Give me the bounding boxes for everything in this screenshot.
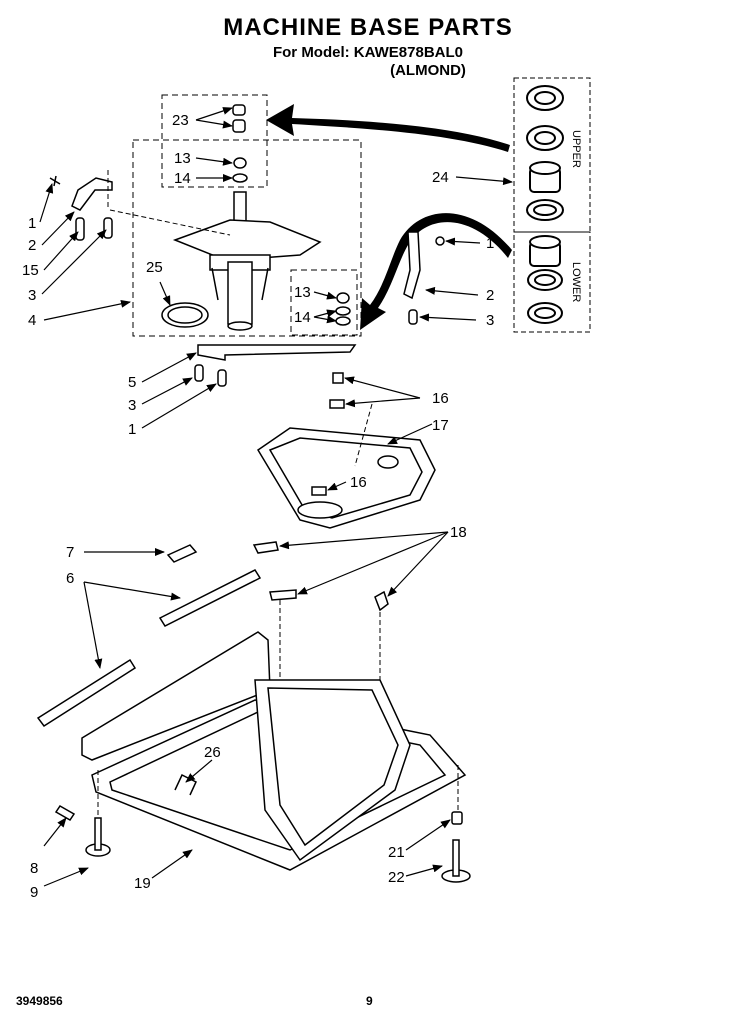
page-title: MACHINE BASE PARTS	[223, 14, 513, 41]
callout-16-mid: 16	[350, 474, 367, 491]
callout-13-top: 13	[174, 150, 191, 167]
callout-3-left: 3	[28, 287, 36, 304]
callout-15: 15	[22, 262, 39, 279]
callout-14-right: 14	[294, 309, 311, 326]
callout-21: 21	[388, 844, 405, 861]
document-code: 3949856	[16, 994, 63, 1008]
callout-19: 19	[134, 875, 151, 892]
callout-1-lower: 1	[128, 421, 136, 438]
right-hardware	[403, 231, 445, 325]
kit-arrows	[266, 104, 512, 330]
suspension-tray	[256, 372, 436, 529]
model-line: For Model: KAWE878BAL0	[272, 44, 464, 61]
transmission-assembly	[172, 104, 351, 331]
callout-3-right: 3	[486, 312, 494, 329]
lower-bracket	[194, 344, 357, 387]
callout-25: 25	[146, 259, 163, 276]
callout-26: 26	[204, 744, 221, 761]
callout-1-right: 1	[486, 235, 494, 252]
callout-17: 17	[432, 417, 449, 434]
lower-label: LOWER	[570, 262, 582, 302]
callout-labels: 23 13 14 1 2 15 3 4 25 24 1 2 3 13 14 5 …	[22, 112, 494, 901]
callout-2-right: 2	[486, 287, 494, 304]
callout-8: 8	[30, 860, 38, 877]
callout-23: 23	[172, 112, 189, 129]
left-hardware	[49, 175, 209, 328]
color-line: (ALMOND)	[390, 62, 466, 79]
callout-2-left: 2	[28, 237, 36, 254]
small-clips	[158, 541, 389, 627]
callout-3-lower: 3	[128, 397, 136, 414]
transmission-kit-box	[513, 77, 591, 333]
callout-24: 24	[432, 169, 449, 186]
leader-lines	[39, 107, 513, 887]
callout-1-left: 1	[28, 215, 36, 232]
page-number: 9	[366, 994, 373, 1008]
callout-6: 6	[66, 570, 74, 587]
callout-9: 9	[30, 884, 38, 901]
callout-22: 22	[388, 869, 405, 886]
upper-label: UPPER	[570, 130, 582, 168]
callout-4: 4	[28, 312, 36, 329]
callout-18: 18	[450, 524, 467, 541]
callout-13-right: 13	[294, 284, 311, 301]
callout-5: 5	[128, 374, 136, 391]
guide-lines	[97, 170, 459, 818]
callout-14-top: 14	[174, 170, 191, 187]
callout-16-top: 16	[432, 390, 449, 407]
callout-7: 7	[66, 544, 74, 561]
callout-box-top	[132, 94, 362, 337]
machine-base-frame	[36, 631, 471, 883]
kit-rings	[526, 85, 564, 324]
